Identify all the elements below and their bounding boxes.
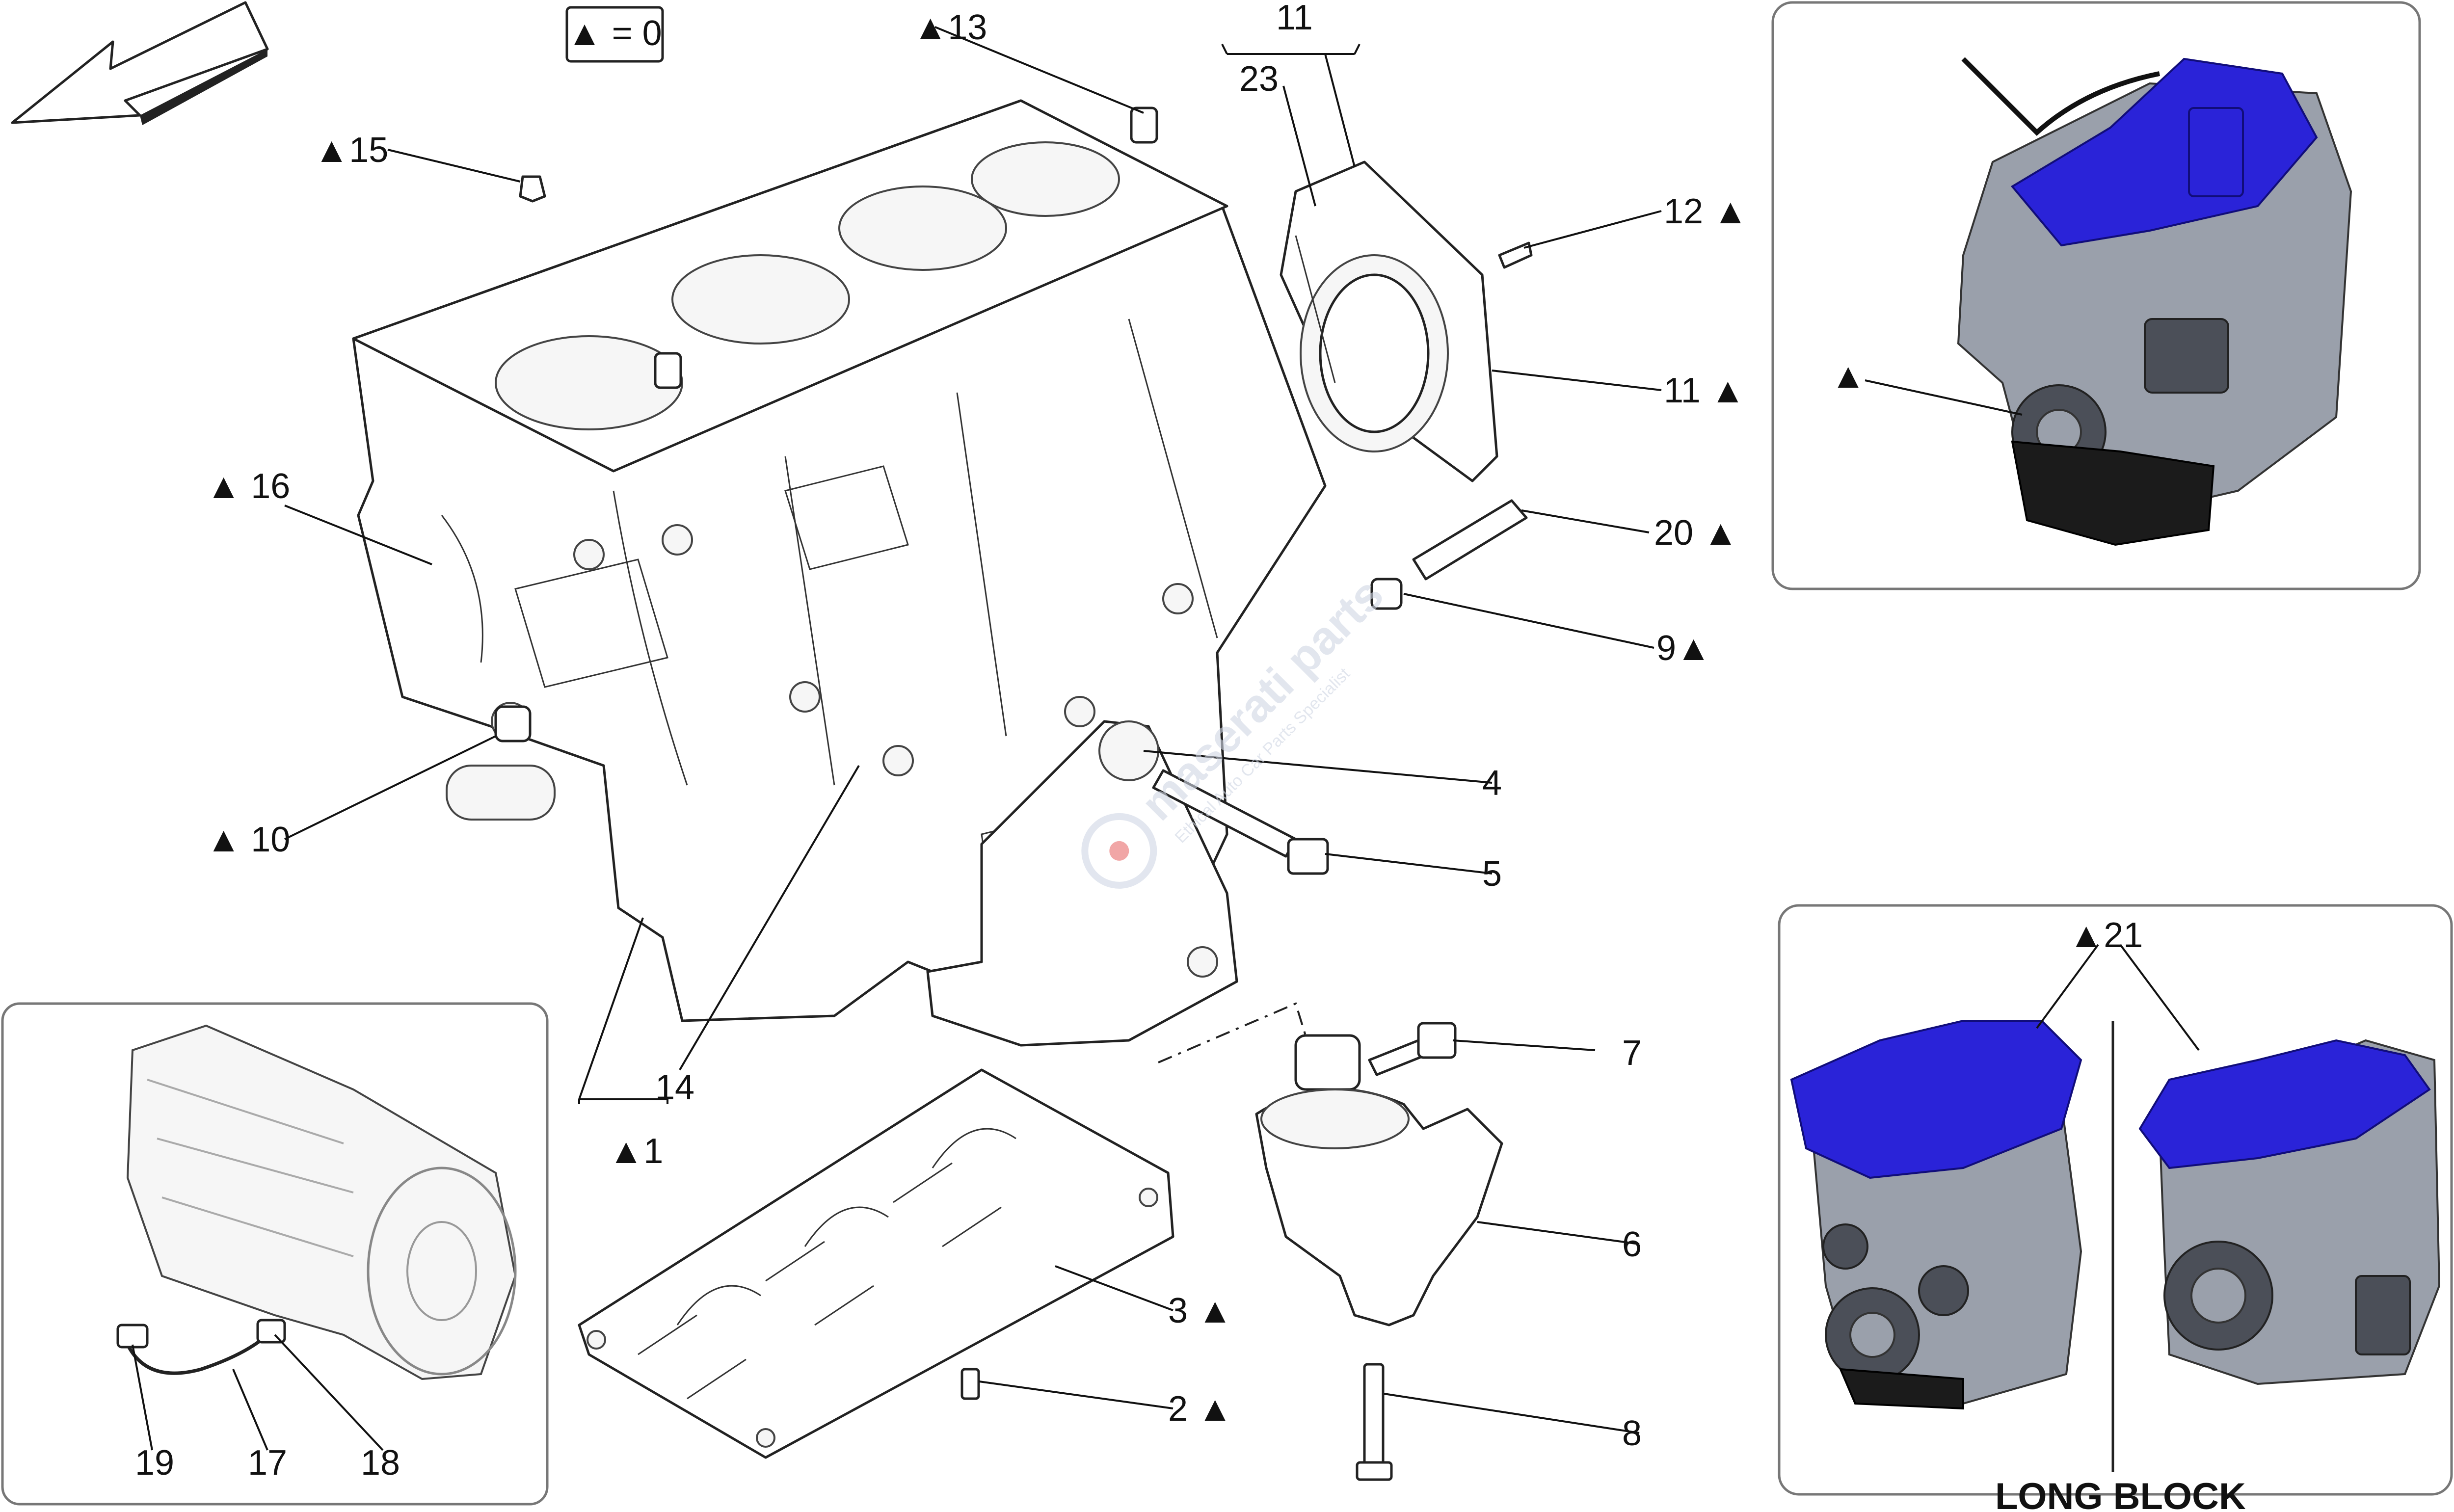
callout-3: 3 ▲ xyxy=(1168,1291,1232,1330)
direction-arrow-icon xyxy=(11,1,269,125)
stud-8 xyxy=(1356,1363,1393,1481)
callout-2: 2 ▲ xyxy=(1168,1389,1232,1429)
transmission-panel: 19 17 18 xyxy=(1,1002,549,1506)
complete-engine-panel: ▲ xyxy=(1771,1,2421,590)
long-block-label: LONG BLOCK xyxy=(1995,1476,2246,1512)
callout-6: 6 xyxy=(1622,1225,1642,1264)
legend-text: ▲ = 0 xyxy=(567,14,662,53)
callout-5: 5 xyxy=(1482,854,1502,894)
rear-seal-housing xyxy=(1280,160,1498,482)
bolt-5 xyxy=(1152,769,1329,875)
bush-9 xyxy=(1370,578,1403,610)
long-block-rear-drawing xyxy=(2138,1039,2441,1385)
callout-9: 9▲ xyxy=(1656,629,1711,668)
callout-23: 23 xyxy=(1239,59,1279,99)
long-block-panel: ▲21 LONG BLOCK xyxy=(1778,904,2453,1512)
callout-7: 7 xyxy=(1622,1034,1642,1073)
pin-12 xyxy=(1498,241,1533,269)
callout-1: ▲1 xyxy=(609,1132,663,1171)
callout-19: 19 xyxy=(135,1443,174,1483)
baffle-plate-3 xyxy=(578,1068,1174,1459)
callout-8: 8 xyxy=(1622,1414,1642,1453)
bolt-7 xyxy=(1368,1022,1457,1076)
plug-15 xyxy=(519,175,546,203)
callout-11-top: 11 xyxy=(1276,0,1313,37)
tube-20 xyxy=(1412,499,1528,581)
complete-engine-drawing xyxy=(1957,57,2352,546)
callout-21: ▲21 xyxy=(2069,916,2143,955)
callout-11-right: 11 ▲ xyxy=(1664,371,1745,410)
callout-12: 12 ▲ xyxy=(1664,192,1748,231)
bolt-2 xyxy=(960,1368,980,1400)
long-block-front-drawing xyxy=(1790,1020,2082,1410)
engine-mount-bracket xyxy=(926,720,1238,1047)
callout-13: ▲13 xyxy=(913,8,987,47)
legend-box: ▲ = 0 xyxy=(565,6,664,63)
callout-16: ▲ 16 xyxy=(206,467,290,506)
callout-20: 20 ▲ xyxy=(1654,513,1738,553)
callout-4: 4 xyxy=(1482,764,1502,803)
callout-15: ▲15 xyxy=(314,131,388,170)
leader-lines xyxy=(284,26,1662,1434)
callout-14: 14 xyxy=(655,1068,694,1107)
callout-10: ▲ 10 xyxy=(206,820,290,859)
engine-marker: ▲ xyxy=(1831,356,1866,396)
engine-mount-6 xyxy=(1255,1034,1503,1326)
bush-10 xyxy=(494,705,532,743)
head-dowel xyxy=(654,352,682,389)
alignment-line xyxy=(1158,1002,1307,1063)
callout-18: 18 xyxy=(361,1443,400,1483)
top-plug-13 xyxy=(1130,106,1158,144)
callout-17: 17 xyxy=(248,1443,287,1483)
transmission-drawing xyxy=(126,1024,517,1380)
